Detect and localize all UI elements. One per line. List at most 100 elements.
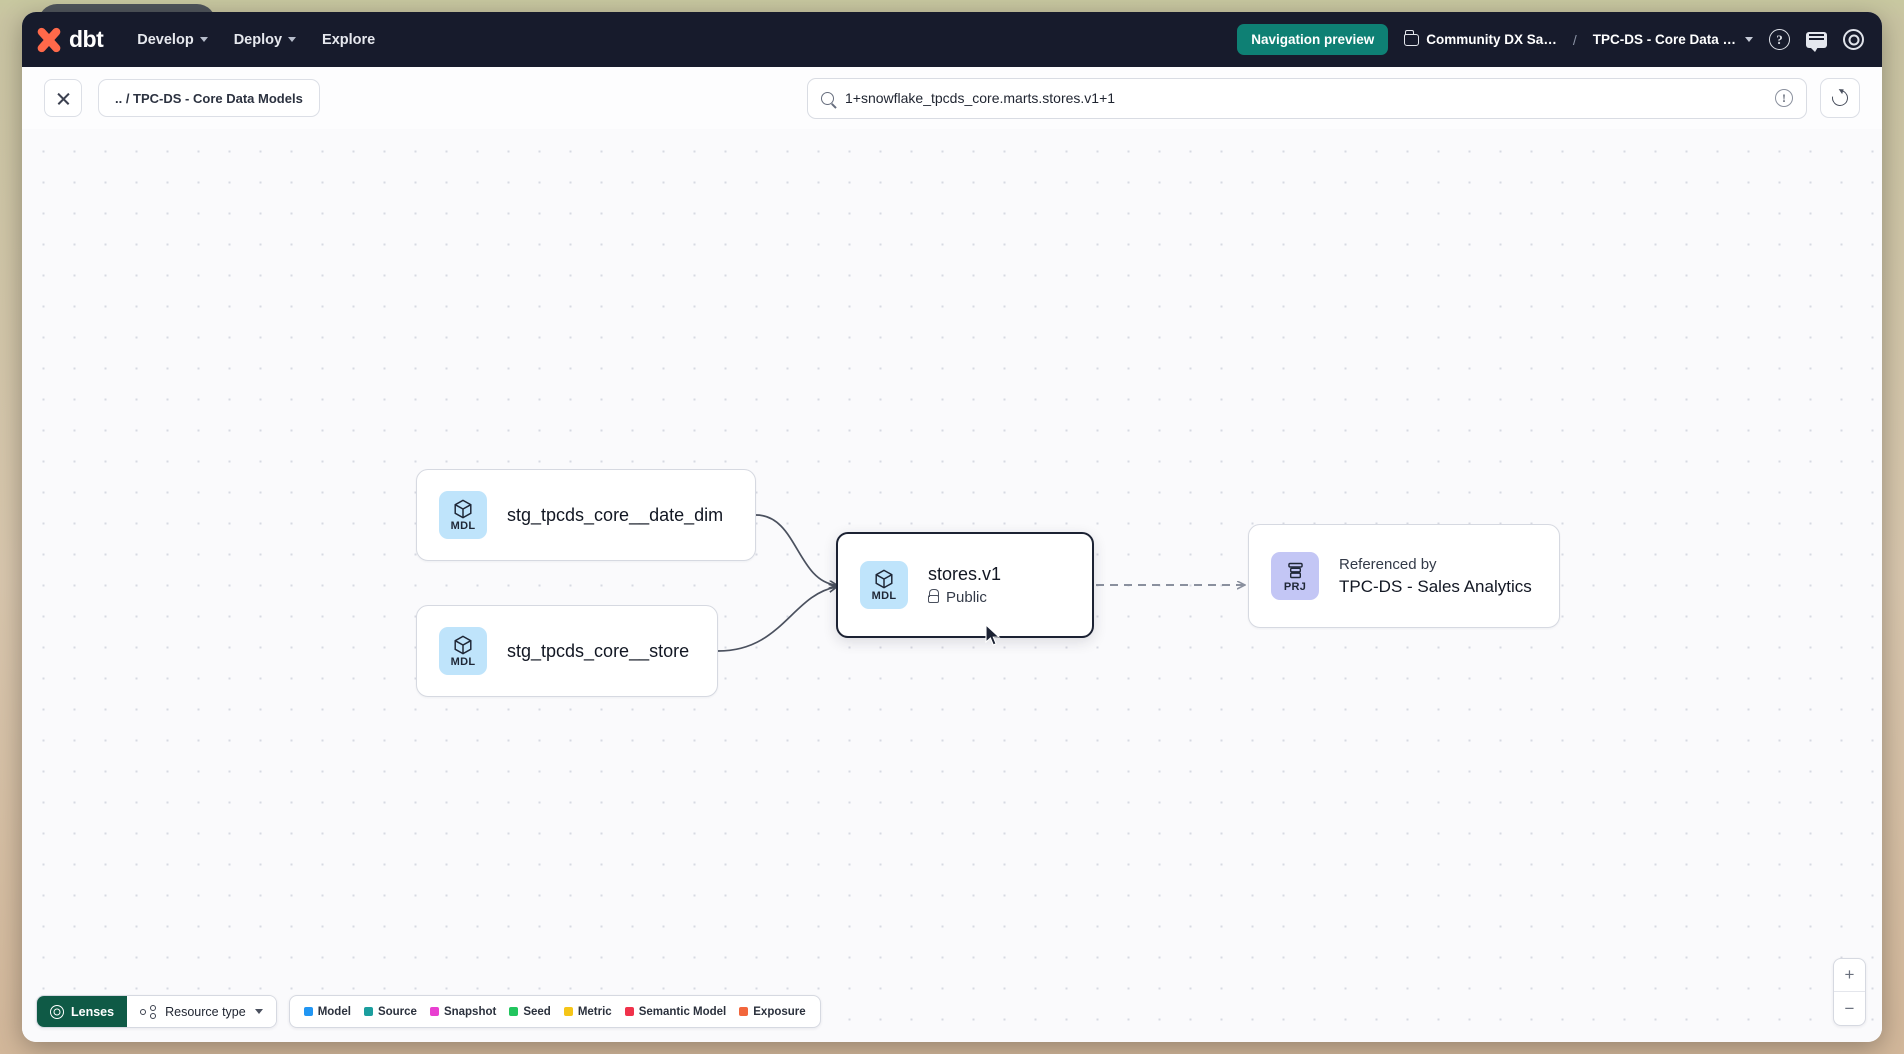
legend-swatch (739, 1007, 749, 1016)
legend-label: Model (317, 1005, 351, 1018)
lineage-node-title: stores.v1 (928, 564, 1002, 584)
project-icon (1287, 562, 1303, 578)
nav-item-deploy-label: Deploy (233, 31, 283, 48)
navigation-preview-badge[interactable]: Navigation preview (1237, 24, 1389, 55)
nav-item-deploy[interactable]: Deploy (233, 31, 297, 48)
lineage-node-title: stg_tpcds_core__date_dim (507, 504, 724, 525)
search-input-value: 1+snowflake_tpcds_core.marts.stores.v1+1 (845, 90, 1116, 106)
chevron-down-icon (254, 1009, 263, 1014)
model-badge: MDL (860, 561, 908, 609)
project-breadcrumb-label: TPC-DS - Core Data … (1592, 32, 1736, 47)
legend-item-snapshot[interactable]: Snapshot (429, 1005, 497, 1018)
model-badge-label: MDL (450, 656, 476, 668)
lineage-node-stg-store[interactable]: MDL stg_tpcds_core__store (416, 605, 718, 697)
legend-item-metric[interactable]: Metric (563, 1005, 612, 1018)
lens-icon (50, 1004, 64, 1019)
nav-item-explore-label: Explore (322, 31, 376, 48)
chevron-down-icon (199, 37, 208, 42)
nav-item-develop[interactable]: Develop (137, 31, 208, 48)
legend-label: Source (377, 1005, 417, 1018)
close-button[interactable] (44, 79, 82, 117)
legend-label: Exposure (753, 1005, 806, 1018)
help-button[interactable]: ? (1769, 29, 1790, 50)
graph-bottom-controls: Lenses Resource type Model (36, 995, 821, 1028)
model-badge-label: MDL (450, 520, 476, 532)
refresh-button[interactable] (1820, 78, 1860, 118)
model-badge-label: MDL (871, 590, 897, 602)
lineage-graph-canvas[interactable]: MDL stg_tpcds_core__date_dim MDL stg_tpc… (22, 129, 1882, 1042)
chevron-down-icon (1745, 37, 1753, 42)
lenses-button[interactable]: Lenses (37, 996, 128, 1027)
legend-item-seed[interactable]: Seed (509, 1006, 551, 1018)
dbt-logo[interactable]: dbt (35, 25, 104, 54)
legend-swatch (363, 1007, 373, 1016)
lineage-node-title: stg_tpcds_core__store (507, 640, 690, 661)
graph-nodes-icon (140, 1004, 157, 1019)
dbt-logo-text: dbt (69, 26, 104, 52)
referenced-by-label: Referenced by (1339, 555, 1437, 573)
top-navigation-right: Navigation preview Community DX Sa… / TP… (1237, 24, 1864, 55)
lineage-node-access: Public (928, 589, 1001, 606)
lineage-node-stores-v1[interactable]: MDL stores.v1 Public (836, 532, 1094, 638)
unlock-icon (928, 589, 939, 603)
legend-swatch (429, 1007, 439, 1016)
chevron-down-icon (288, 37, 297, 42)
referenced-project-name: TPC-DS - Sales Analytics (1339, 576, 1532, 596)
feedback-button[interactable] (1806, 31, 1827, 52)
lens-control-group: Lenses Resource type (36, 995, 277, 1028)
legend-label: Snapshot (443, 1005, 497, 1018)
close-icon (56, 91, 71, 106)
legend-item-source[interactable]: Source (363, 1005, 417, 1018)
legend-swatch (303, 1007, 313, 1016)
legend-label: Metric (577, 1005, 612, 1018)
lineage-toolbar: .. / TPC-DS - Core Data Models 1+snowfla… (22, 67, 1882, 129)
folder-icon (1404, 30, 1420, 46)
cube-icon (454, 499, 472, 519)
edge-store-to-stores (717, 587, 836, 652)
lineage-node-body: Referenced by TPC-DS - Sales Analytics (1339, 556, 1532, 597)
legend-label: Semantic Model (638, 1005, 727, 1018)
help-icon: ? (1769, 29, 1790, 50)
edge-date-dim-to-stores (755, 514, 836, 585)
zoom-controls: + − (1833, 958, 1866, 1026)
cube-icon (875, 569, 893, 589)
lineage-node-access-label: Public (946, 589, 987, 606)
cube-icon (454, 635, 472, 655)
lineage-node-stg-date-dim[interactable]: MDL stg_tpcds_core__date_dim (416, 469, 756, 561)
legend-item-model[interactable]: Model (303, 1005, 351, 1018)
legend-item-semantic-model[interactable]: Semantic Model (624, 1005, 727, 1018)
zoom-in-button[interactable]: + (1834, 959, 1865, 992)
model-badge: MDL (439, 491, 487, 539)
lenses-button-label: Lenses (71, 1004, 115, 1019)
legend-item-exposure[interactable]: Exposure (739, 1005, 806, 1018)
gear-icon (1843, 29, 1864, 50)
breadcrumb-separator: / (1572, 31, 1577, 48)
search-input[interactable]: 1+snowflake_tpcds_core.marts.stores.v1+1… (807, 77, 1807, 119)
settings-button[interactable] (1843, 29, 1864, 50)
project-badge: PRJ (1271, 552, 1319, 600)
resource-type-label: Resource type (165, 1004, 246, 1019)
dbt-explore-app-window: dbt Develop Deploy Explore Navigation pr… (22, 12, 1882, 1042)
resource-type-dropdown[interactable]: Resource type (127, 996, 276, 1027)
nav-item-develop-label: Develop (137, 31, 194, 48)
project-breadcrumb[interactable]: TPC-DS - Core Data … (1593, 32, 1753, 47)
top-navigation-bar: dbt Develop Deploy Explore Navigation pr… (22, 12, 1882, 67)
lineage-node-referenced-project[interactable]: PRJ Referenced by TPC-DS - Sales Analyti… (1248, 524, 1560, 628)
lineage-node-body: stores.v1 Public (928, 564, 1001, 606)
nav-item-explore[interactable]: Explore (322, 32, 375, 48)
breadcrumb[interactable]: .. / TPC-DS - Core Data Models (98, 79, 320, 117)
refresh-icon (1828, 86, 1852, 110)
project-badge-label: PRJ (1283, 580, 1307, 593)
resource-type-legend: Model Source Snapshot Seed (288, 995, 821, 1028)
info-icon[interactable]: ! (1775, 89, 1793, 107)
dbt-logo-icon (35, 25, 63, 54)
legend-swatch (624, 1007, 634, 1016)
legend-swatch (509, 1007, 519, 1016)
account-breadcrumb[interactable]: Community DX Sa… (1404, 30, 1557, 47)
model-badge: MDL (439, 627, 487, 675)
zoom-out-button[interactable]: − (1844, 998, 1855, 1018)
legend-label: Seed (523, 1005, 551, 1018)
account-breadcrumb-label: Community DX Sa… (1426, 32, 1557, 47)
search-icon (821, 91, 834, 105)
